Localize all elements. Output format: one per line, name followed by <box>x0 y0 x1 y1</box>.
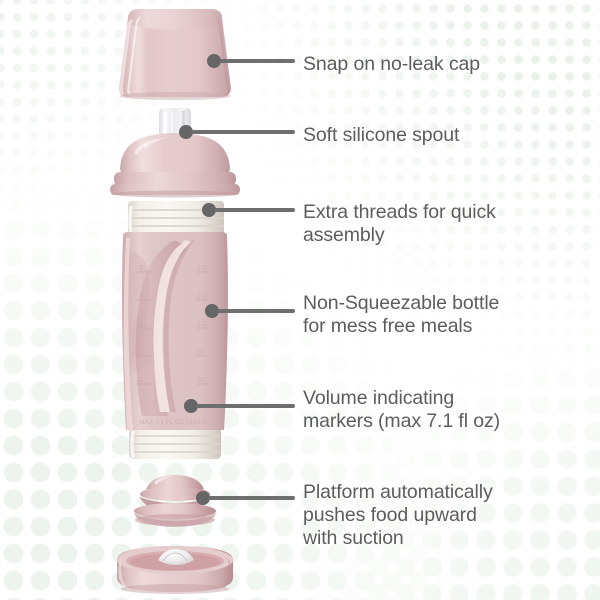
leader-line <box>219 59 295 63</box>
svg-text:5: 5 <box>139 293 143 300</box>
svg-text:MAX 7.1 FL OZ / 210 mL: MAX 7.1 FL OZ / 210 mL <box>139 419 211 426</box>
svg-text:3: 3 <box>139 349 143 356</box>
svg-text:120: 120 <box>197 321 209 328</box>
leader-line <box>196 404 295 408</box>
part-bottle: 6 180 5 150 4 120 3 90 2 60 TOP MAX 7.1 FL OZ… <box>122 201 228 459</box>
callout-leader-platform <box>196 491 295 505</box>
callout-label-spout: Soft silicone spout <box>303 124 460 146</box>
callout-leader-cap <box>207 54 295 68</box>
svg-text:4: 4 <box>139 321 143 328</box>
callout-leader-spout <box>179 125 295 139</box>
leader-knob-icon <box>196 491 210 505</box>
bottle-bottom-threads <box>129 430 221 459</box>
callout-leader-bottle <box>205 304 295 318</box>
svg-text:60: 60 <box>197 377 205 384</box>
leader-knob-icon <box>179 125 193 139</box>
leader-line <box>191 130 295 134</box>
part-silicone-spout <box>110 108 240 198</box>
leader-knob-icon <box>202 203 216 217</box>
callout-label-cap: Snap on no-leak cap <box>303 53 480 75</box>
leader-knob-icon <box>205 304 219 318</box>
svg-text:2: 2 <box>139 377 143 384</box>
bottle-top-threads <box>128 201 224 237</box>
svg-text:TOP: TOP <box>167 240 182 249</box>
part-screw-base <box>117 546 233 594</box>
callout-label-threads: Extra threads for quick assembly <box>303 201 496 246</box>
part-suction-platform <box>134 475 216 527</box>
leader-knob-icon <box>184 399 198 413</box>
svg-text:90: 90 <box>197 349 205 356</box>
callout-label-markers: Volume indicating markers (max 7.1 fl oz… <box>303 387 501 432</box>
callout-label-platform: Platform automatically pushes food upwar… <box>303 481 493 549</box>
svg-text:6: 6 <box>139 265 143 272</box>
leader-line <box>217 309 295 313</box>
callout-leader-markers <box>184 399 295 413</box>
callout-label-bottle: Non-Squeezable bottle for mess free meal… <box>303 292 500 337</box>
leader-knob-icon <box>207 54 221 68</box>
leader-line <box>208 496 295 500</box>
callout-leader-threads <box>202 203 295 217</box>
svg-text:150: 150 <box>197 293 209 300</box>
leader-line <box>214 208 295 212</box>
part-snap-on-cap <box>119 9 231 100</box>
svg-text:180: 180 <box>197 265 209 272</box>
